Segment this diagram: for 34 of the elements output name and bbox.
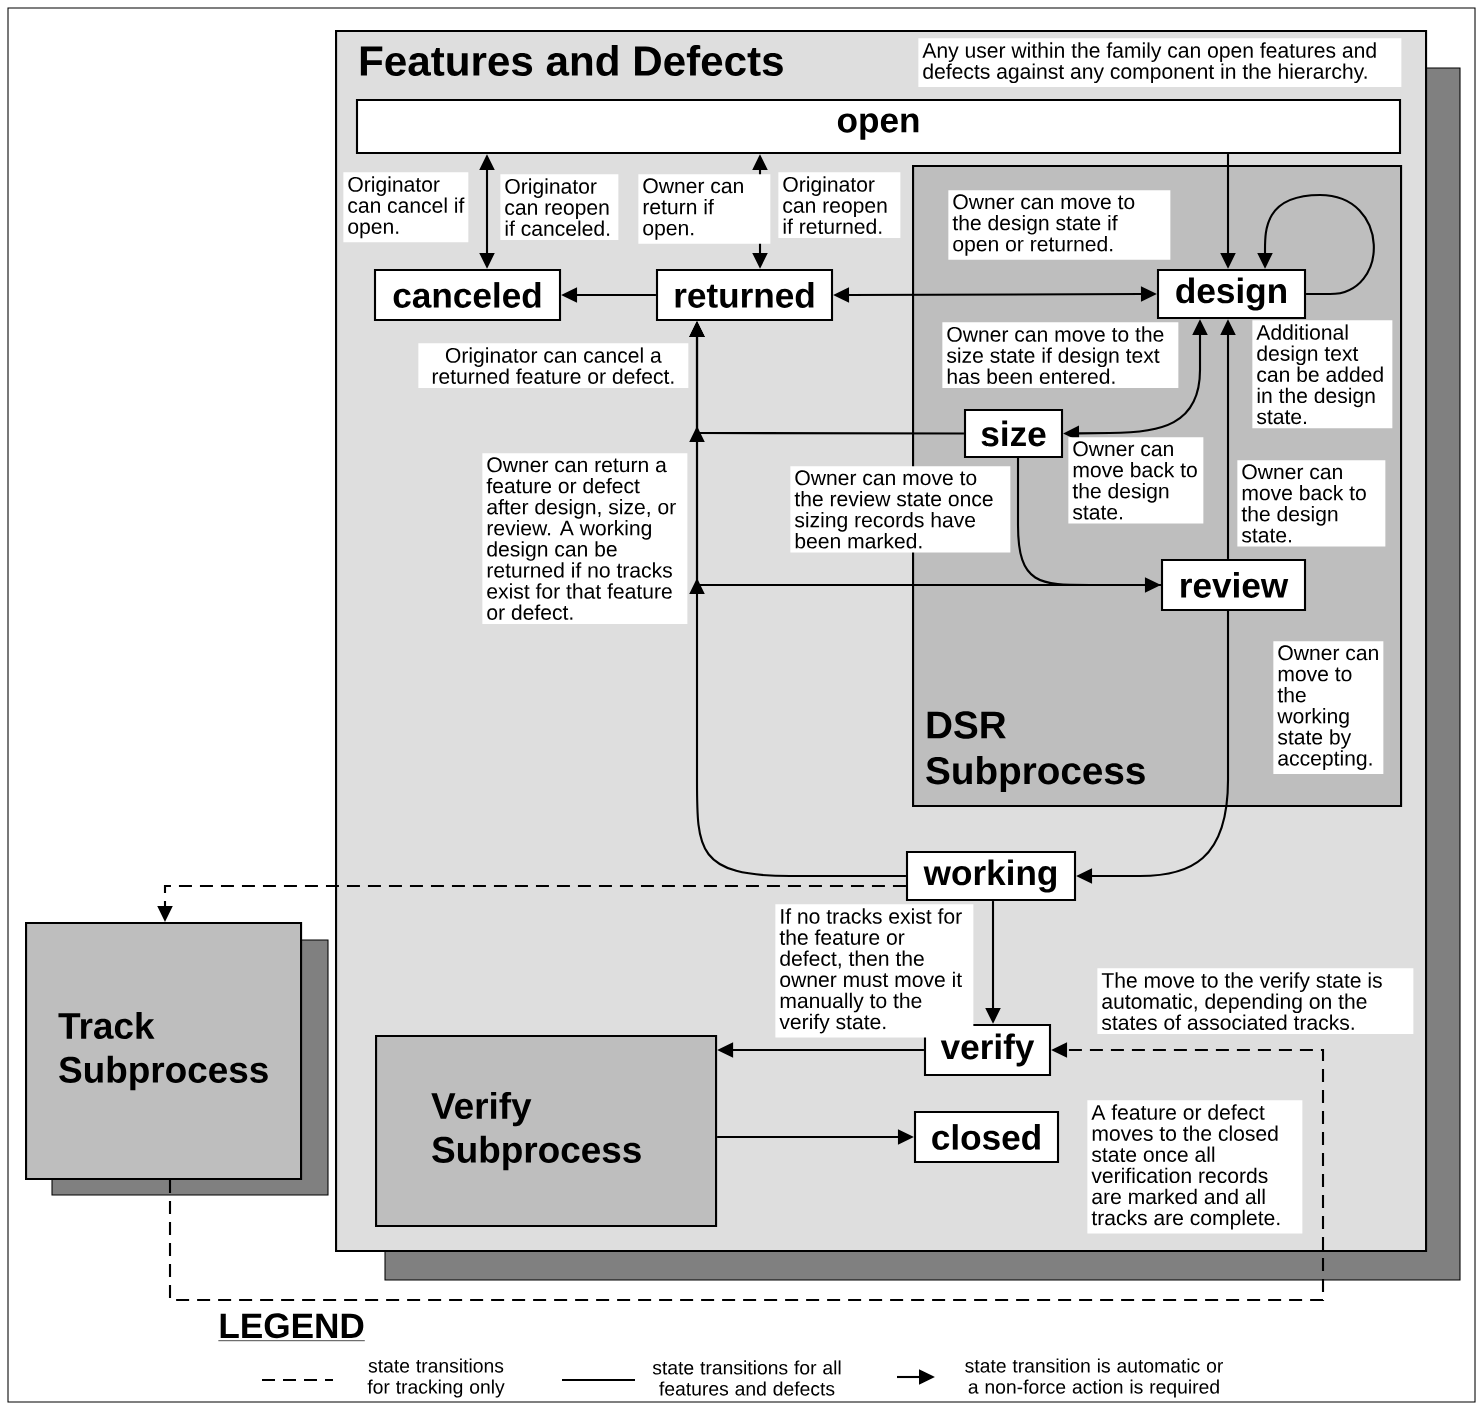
state-box: review [1160,558,1307,612]
note-box: Owner can move to the design state if open or returned. [948,190,1171,260]
state-box: size [963,408,1064,459]
note-box: Originator can reopen if canceled. [500,174,619,240]
state-box: open [355,98,1402,155]
note-box: Owner can move back to the design state. [1068,437,1204,524]
arrow [1257,193,1375,296]
note-box: Owner can move to the working state by accepting. [1273,641,1384,774]
legend-heading: LEGEND [218,1313,366,1342]
state-box: verify [923,1023,1052,1077]
state-box: working [905,850,1077,902]
note-box: Originator can cancel a returned feature or defect. [418,343,689,388]
arrow [168,1042,1325,1302]
note-box: The move to the verify state is automatic, depending on the states of associated tracks. [1097,968,1414,1034]
note-box: Owner can return if open. [638,174,771,244]
note-box: Owner can move back to the design state. [1237,460,1386,547]
note-box: Owner can move to the size state if design text has been entered. [942,322,1179,388]
legend-text: state transitions for tracking only [367,1358,505,1398]
process-box: Verify Subprocess [375,1035,718,1228]
legend-text: state transition is automatic or a non-force action is required [965,1358,1223,1398]
note-box: Originator can reopen if returned. [778,172,901,238]
note-box: A feature or defect moves to the closed state once all verification records are marked and all tracks are complete. [1087,1100,1303,1234]
process-box: Track Subprocess [25,922,303,1181]
state-box: canceled [373,268,562,322]
note-box: If no tracks exist for the feature or defect, then the owner must move it manually to the verify state. [775,904,974,1038]
legend-text: state transitions for all features and defects [652,1360,841,1396]
note-box: Originator can cancel if open. [343,172,469,243]
state-box: closed [913,1110,1060,1164]
note-box: Owner can move to the review state once sizing records have been marked. [790,466,1011,553]
state-box: design [1156,268,1307,320]
note-box: Additional design text can be added in the design state. [1252,320,1393,429]
state-box: returned [655,268,834,322]
note-box: Any user within the family can open features and defects against any component in the hierarchy. [918,38,1402,88]
note-box: Owner can return a feature or defect after design, size, or review. A working design can be returned if no tracks exist for that feature or defect. [482,453,688,624]
